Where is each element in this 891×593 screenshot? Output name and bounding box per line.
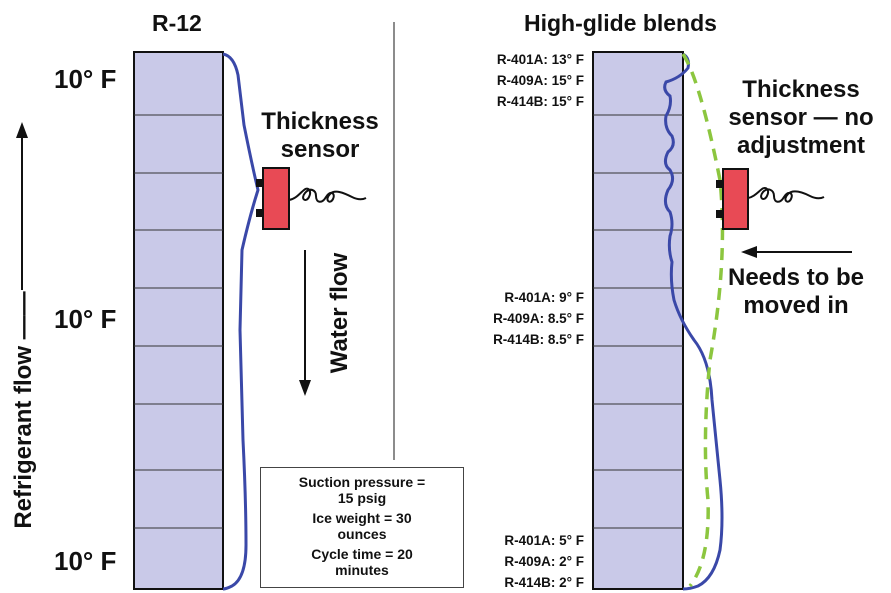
blend-temp-bottom-r401a: R-401A: 5° F	[504, 533, 584, 548]
cycle-time-text: Cycle time = 20 minutes	[311, 546, 413, 578]
right-ice-profile	[663, 52, 724, 591]
left-sensor-label-line2: sensor	[280, 136, 360, 163]
refrigerant-flow-label: Refrigerant flow ——	[10, 291, 37, 529]
left-ice-profile	[222, 52, 260, 591]
right-sensor-wire	[747, 186, 825, 203]
blend-temp-middle-r401a: R-401A: 9° F	[504, 290, 584, 305]
right-sensor-label-line2: sensor — no	[728, 104, 874, 131]
blend-temps-top: R-401A: 13° F R-409A: 15° F R-414B: 15° …	[440, 49, 584, 112]
right-thickness-sensor	[716, 168, 825, 230]
suction-pressure-text: Suction pressure = 15 psig	[298, 474, 426, 506]
blend-temps-middle: R-401A: 9° F R-409A: 8.5° F R-414B: 8.5°…	[440, 287, 584, 350]
left-title: R-12	[152, 10, 202, 36]
blend-temp-middle-r409a: R-409A: 8.5° F	[493, 311, 584, 326]
left-temp-top: 10° F	[54, 64, 117, 94]
blend-temp-bottom-r414b: R-414B: 2° F	[504, 575, 584, 590]
left-evaporator-plate	[133, 51, 224, 590]
conditions-info-box: Suction pressure = 15 psig Ice weight = …	[260, 467, 464, 588]
refrigerant-flow-arrowhead	[16, 122, 28, 138]
blend-temp-middle-r414b: R-414B: 8.5° F	[493, 332, 584, 347]
move-in-label: Needs to be moved in	[716, 264, 876, 320]
move-in-label-line1: Needs to be	[727, 264, 865, 291]
left-sensor-label-line1: Thickness	[261, 108, 379, 135]
left-sensor-label: Thickness sensor	[250, 108, 390, 164]
move-in-label-line2: moved in	[743, 292, 849, 319]
blend-temps-bottom: R-401A: 5° F R-409A: 2° F R-414B: 2° F	[440, 530, 584, 593]
water-flow-label: Water flow	[326, 252, 353, 374]
left-temp-bottom: 10° F	[54, 546, 117, 576]
right-evaporator-plate	[592, 51, 684, 590]
right-sensor-label: Thickness sensor — no adjustment	[712, 76, 890, 160]
blend-temp-top-r409a: R-409A: 15° F	[496, 73, 584, 88]
left-sensor-wire	[288, 187, 367, 203]
ice-weight-text: Ice weight = 30 ounces	[312, 510, 412, 542]
left-thickness-sensor	[256, 167, 367, 230]
left-temp-middle: 10° F	[54, 304, 117, 334]
blend-temp-top-r414b: R-414B: 15° F	[496, 94, 584, 109]
target-thickness-line	[681, 53, 725, 588]
right-sensor-label-line3: adjustment	[736, 132, 865, 159]
blend-temp-bottom-r409a: R-409A: 2° F	[504, 554, 584, 569]
right-title: High-glide blends	[524, 10, 717, 36]
right-sensor-label-line1: Thickness	[742, 76, 860, 103]
water-flow-arrowhead	[299, 380, 311, 396]
blend-temp-top-r401a: R-401A: 13° F	[496, 52, 584, 67]
move-in-arrowhead	[741, 246, 757, 258]
